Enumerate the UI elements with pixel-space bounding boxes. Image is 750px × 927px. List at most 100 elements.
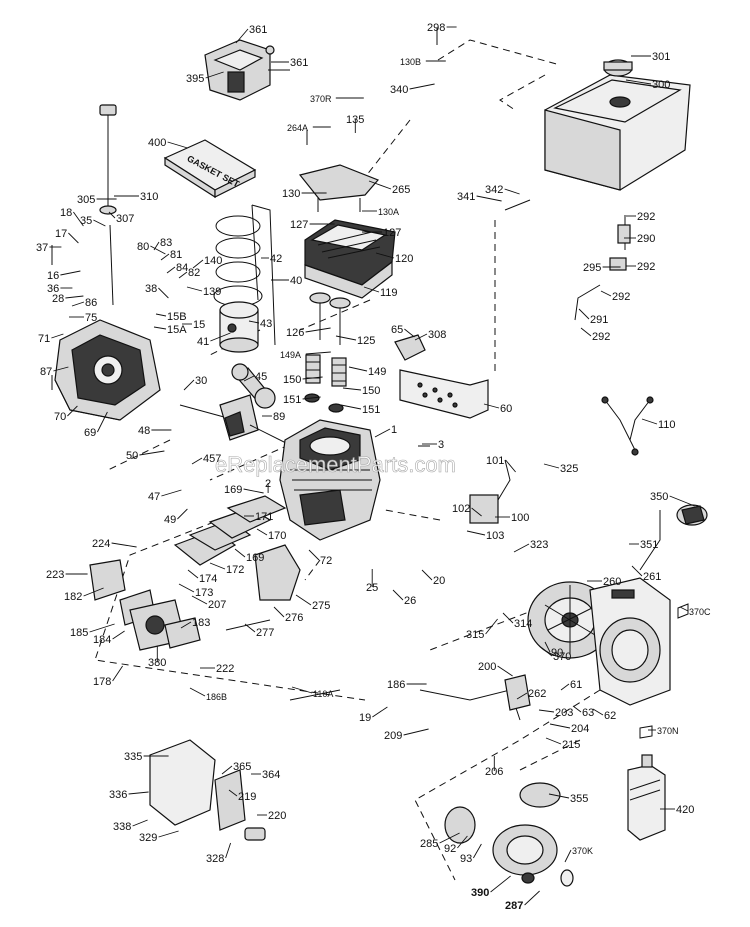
callout-184: 184 <box>93 634 111 646</box>
leader-120 <box>375 252 395 259</box>
callout-83: 83 <box>160 237 172 249</box>
leader-49 <box>177 508 188 520</box>
callout-130B: 130B <box>400 57 421 67</box>
callout-200: 200 <box>478 661 496 673</box>
callout-36: 36 <box>47 283 59 295</box>
leader-101 <box>505 459 516 473</box>
bracket-308 <box>394 334 426 361</box>
leader-149A <box>305 351 331 355</box>
leader-18 <box>73 211 84 227</box>
callout-90: 90 <box>551 647 563 659</box>
callout-420: 420 <box>676 804 694 816</box>
callout-3: 3 <box>438 439 444 451</box>
callout-338: 338 <box>113 821 131 833</box>
callout-17: 17 <box>55 228 67 240</box>
callout-92: 92 <box>444 843 456 855</box>
leader-70 <box>67 405 78 417</box>
leader-47 <box>161 489 182 497</box>
callout-185: 185 <box>70 627 88 639</box>
leader-219 <box>228 789 238 797</box>
callout-300: 300 <box>652 79 670 91</box>
callout-301: 301 <box>652 51 670 63</box>
callout-328: 328 <box>206 853 224 865</box>
leader-35 <box>93 219 106 227</box>
callout-260: 260 <box>603 576 621 588</box>
callout-276: 276 <box>285 612 303 624</box>
leader-103 <box>466 530 486 536</box>
callout-42: 42 <box>270 253 282 265</box>
callout-292c: 292 <box>612 291 630 303</box>
leader-207 <box>191 595 208 605</box>
leader-329 <box>158 830 179 838</box>
callout-370R: 370R <box>310 94 332 104</box>
callout-150b: 150 <box>362 385 380 397</box>
callout-71: 71 <box>38 333 50 345</box>
callout-86: 86 <box>85 297 97 309</box>
leader-151b <box>340 404 362 410</box>
callout-292a: 292 <box>637 211 655 223</box>
leader-72 <box>308 549 320 561</box>
leader-186B <box>189 687 206 697</box>
leader-86 <box>71 301 85 307</box>
callout-298: 298 <box>427 22 445 34</box>
callout-65: 65 <box>391 324 403 336</box>
callout-15B: 15B <box>167 311 187 323</box>
callout-329: 329 <box>139 832 157 844</box>
leader-17 <box>68 232 79 244</box>
leader-83 <box>153 241 160 251</box>
callout-60: 60 <box>500 403 512 415</box>
callout-169b: 169 <box>246 552 264 564</box>
leader-50 <box>139 450 165 456</box>
leader-170 <box>256 528 268 536</box>
callout-215: 215 <box>562 739 580 751</box>
leader-28 <box>65 295 84 299</box>
callout-361b: 361 <box>290 57 308 69</box>
leader-350 <box>669 495 695 507</box>
leader-292c <box>600 290 612 297</box>
callout-207: 207 <box>208 599 226 611</box>
callout-314: 314 <box>514 618 532 630</box>
callout-61: 61 <box>570 679 582 691</box>
piston-rings <box>213 204 276 346</box>
callout-292d: 292 <box>592 331 610 343</box>
leader-215 <box>545 737 562 745</box>
leader-400 <box>167 141 188 149</box>
callout-220: 220 <box>268 810 286 822</box>
leader-26 <box>392 589 404 601</box>
callout-206: 206 <box>485 766 503 778</box>
leader-204 <box>549 723 571 729</box>
callout-370K: 370K <box>572 846 593 856</box>
callout-370C: 370C <box>689 607 711 617</box>
callout-295: 295 <box>583 262 601 274</box>
callout-340: 340 <box>390 84 408 96</box>
callout-291: 291 <box>590 314 608 326</box>
callout-28: 28 <box>52 293 64 305</box>
leader-61 <box>560 683 570 691</box>
leader-65 <box>404 328 415 338</box>
callout-186: 186 <box>387 679 405 691</box>
leader-370K <box>564 849 572 863</box>
leader-262 <box>516 692 528 700</box>
callout-15A: 15A <box>167 324 187 336</box>
label-plate-370n <box>639 725 653 739</box>
leader-19 <box>372 706 388 718</box>
callout-151b: 151 <box>362 404 380 416</box>
callout-341: 341 <box>457 191 475 203</box>
callout-89: 89 <box>273 411 285 423</box>
callout-102: 102 <box>452 503 470 515</box>
callout-186B: 186B <box>206 692 227 702</box>
leader-71 <box>51 333 64 339</box>
callout-174: 174 <box>199 573 217 585</box>
callout-290: 290 <box>637 233 655 245</box>
leader-149 <box>348 366 368 372</box>
callout-203: 203 <box>555 707 573 719</box>
callout-287: 287 <box>505 900 523 912</box>
callout-140: 140 <box>204 255 222 267</box>
callout-37: 37 <box>36 242 48 254</box>
callout-292b: 292 <box>637 261 655 273</box>
leader-140 <box>192 259 204 269</box>
callout-335: 335 <box>124 751 142 763</box>
leader-336 <box>128 791 149 795</box>
callout-172: 172 <box>226 564 244 576</box>
